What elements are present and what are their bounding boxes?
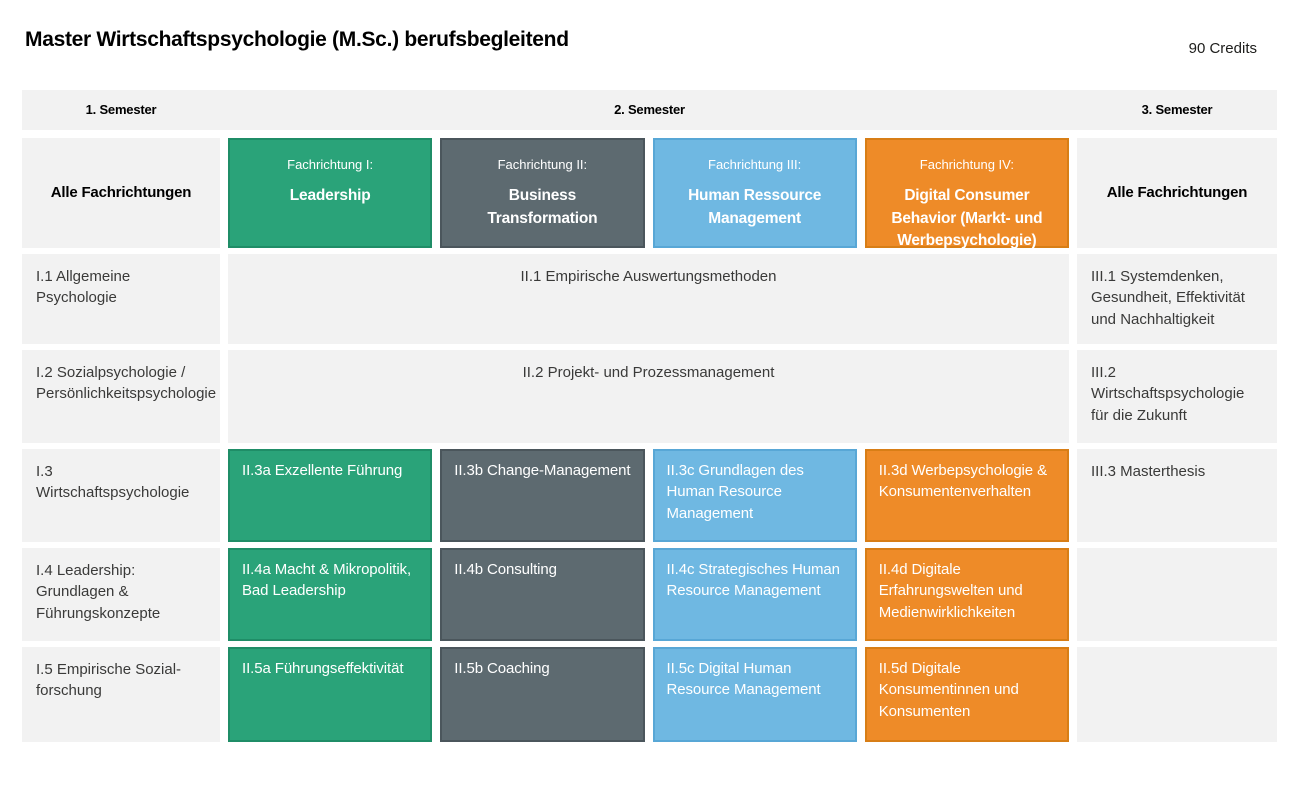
module-cell-i4: I.4 Leadership: Grundlagen & Führungskon… bbox=[22, 548, 220, 641]
track-name: Leadership bbox=[289, 187, 371, 205]
module-cell-iii2: III.2 Wirtschaftspsychologie für die Zuk… bbox=[1077, 350, 1277, 443]
track-name: Human Ressource Management bbox=[688, 187, 822, 227]
module-cell-ii3a: II.3a Exzellente Führung bbox=[228, 449, 433, 542]
all-tracks-header-left: Alle Fachrichtungen bbox=[22, 138, 220, 248]
semester-header-row: 1. Semester 2. Semester 3. Semester bbox=[22, 90, 1277, 130]
track-label: Fachrichtung IV: bbox=[919, 157, 1014, 172]
track-header-human-ressource-management: Fachrichtung III: Human Ressource Manage… bbox=[652, 138, 857, 248]
module-cell-ii5d: II.5d Digitale Konsumentinnen und Konsum… bbox=[864, 647, 1069, 742]
module-cell-ii4c: II.4c Strategisches Human Resource Manag… bbox=[652, 548, 857, 641]
track-header-leadership: Fachrichtung I: Leadership bbox=[228, 138, 433, 248]
page-title: Master Wirtschaftspsychologie (M.Sc.) be… bbox=[25, 28, 569, 51]
curriculum-table: 1. Semester 2. Semester 3. Semester Alle… bbox=[22, 90, 1277, 742]
module-cell-ii4d: II.4d Digitale Erfahrungswelten und Medi… bbox=[864, 548, 1069, 641]
module-cell-ii5a: II.5a Führungseffektivität bbox=[228, 647, 433, 742]
module-cell-iii1: III.1 Systemdenken, Gesundheit, Effektiv… bbox=[1077, 254, 1277, 344]
curriculum-grid: Alle Fachrichtungen Fachrichtung I: Lead… bbox=[22, 138, 1277, 742]
track-label: Fachrichtung III: bbox=[708, 157, 802, 172]
module-cell-i2: I.2 Sozialpsychologie / Persönlichkeitsp… bbox=[22, 350, 220, 443]
module-cell-ii5c: II.5c Digital Human Resource Management bbox=[652, 647, 857, 742]
track-name: Digital Consumer Behavior (Markt- und We… bbox=[891, 187, 1043, 250]
track-header-digital-consumer-behavior: Fachrichtung IV: Digital Consumer Behavi… bbox=[864, 138, 1069, 249]
all-tracks-header-right: Alle Fachrichtungen bbox=[1077, 138, 1277, 248]
module-cell-iii3: III.3 Masterthesis bbox=[1077, 449, 1277, 542]
credits-total: 90 Credits bbox=[1188, 40, 1257, 57]
module-cell-ii4a: II.4a Macht & Mikropolitik, Bad Leadersh… bbox=[228, 548, 433, 641]
track-header-business-transformation: Fachrichtung II: Business Transformation bbox=[440, 138, 645, 248]
track-label: Fachrichtung II: bbox=[497, 157, 588, 172]
module-cell-ii4b: II.4b Consulting bbox=[440, 548, 645, 641]
track-label: Fachrichtung I: bbox=[287, 157, 374, 172]
module-cell-i1: I.1 Allgemeine Psychologie bbox=[22, 254, 220, 344]
module-cell-ii5b: II.5b Coaching bbox=[440, 647, 645, 742]
module-cell-i5: I.5 Empirische Sozial-forschung bbox=[22, 647, 220, 742]
semester-3-label: 3. Semester bbox=[1141, 102, 1213, 117]
semester-1-label: 1. Semester bbox=[85, 102, 157, 117]
empty-cell bbox=[1077, 647, 1277, 742]
module-cell-ii2-shared: II.2 Projekt- und Prozessmanagement bbox=[228, 350, 1069, 443]
empty-cell bbox=[1077, 548, 1277, 641]
module-cell-ii1-shared: II.1 Empirische Auswertungsmethoden bbox=[228, 254, 1069, 344]
module-cell-i3: I.3 Wirtschaftspsychologie bbox=[22, 449, 220, 542]
page-header: Master Wirtschaftspsychologie (M.Sc.) be… bbox=[0, 0, 1300, 90]
module-cell-ii3d: II.3d Werbepsychologie & Konsumentenverh… bbox=[864, 449, 1069, 542]
semester-2-label: 2. Semester bbox=[614, 102, 685, 117]
track-name: Business Transformation bbox=[487, 187, 598, 227]
module-cell-ii3c: II.3c Grundlagen des Human Resource Mana… bbox=[652, 449, 857, 542]
module-cell-ii3b: II.3b Change-Management bbox=[440, 449, 645, 542]
